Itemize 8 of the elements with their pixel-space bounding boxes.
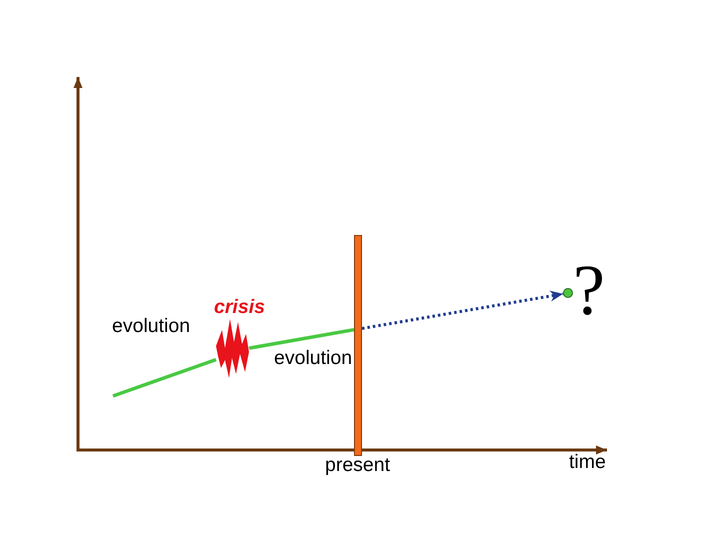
marker-label: present [325,456,390,476]
trend-line [248,328,354,350]
dotted-arrow [362,290,564,330]
event-label: crisis [214,298,265,318]
vertical-bar [354,235,362,456]
question-mark: ? [573,263,605,317]
trend-line [112,358,217,398]
axis-label: time [569,453,606,472]
